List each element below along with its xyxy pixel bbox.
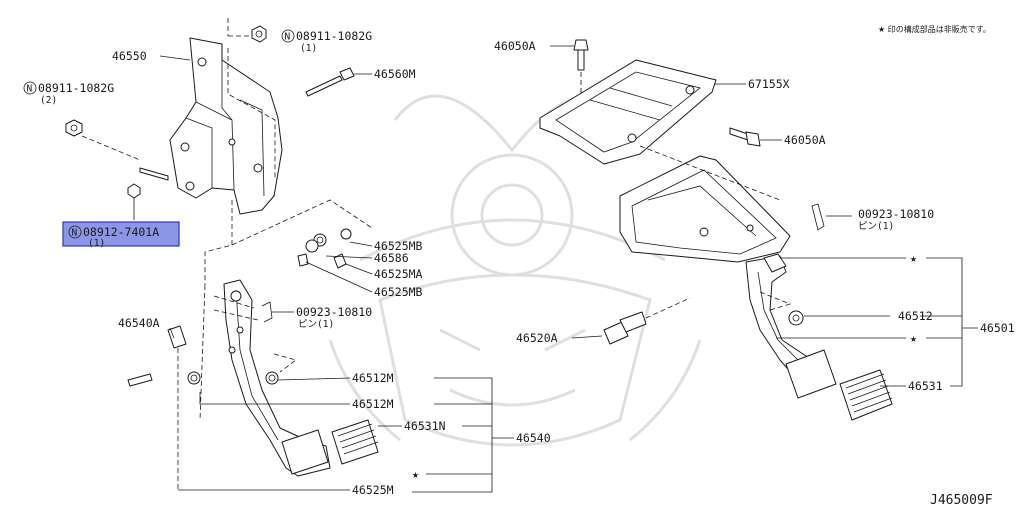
label-46540: 46540 <box>516 431 551 445</box>
label-08911-left: 08911-1082G <box>38 81 114 95</box>
callout-08911-upper: N 08911-1082G (1) <box>281 29 372 54</box>
label-46586: 46586 <box>374 251 409 265</box>
pin-00923-left <box>261 301 273 323</box>
note-non-sale: ★ 印の構成部品は非販売です。 <box>878 24 991 34</box>
label-00923-left: 00923-10810 <box>296 305 372 319</box>
bolt-stud <box>139 167 169 181</box>
label-46525MB-lower: 46525MB <box>374 285 423 299</box>
label-46501: 46501 <box>980 321 1015 335</box>
clevis-46540A <box>127 325 187 387</box>
circled-n-icon: N <box>285 32 291 43</box>
bracket-67155X <box>539 59 717 165</box>
callout-08912-highlighted[interactable]: N 08912-7401A (1) <box>62 221 180 249</box>
label-46512M-lower: 46512M <box>352 397 394 411</box>
label-46540A: 46540A <box>118 316 160 330</box>
bolt-46050A-right <box>729 127 761 147</box>
label-46050A-right: 46050A <box>784 133 826 147</box>
callout-08911-left: N 08911-1082G (2) <box>23 81 114 106</box>
bush-46525MB-lower <box>297 253 309 267</box>
label-46560M: 46560M <box>374 67 416 81</box>
watermark-emblem <box>328 94 702 447</box>
label-46525MA: 46525MA <box>374 267 423 281</box>
nut-08911-left <box>65 119 83 137</box>
stopper-46512 <box>788 310 804 326</box>
label-46550: 46550 <box>112 49 147 63</box>
pedal-pad <box>281 429 329 475</box>
label-46512: 46512 <box>898 309 933 323</box>
bolt-46560M <box>305 67 355 97</box>
bracket-46550 <box>169 37 283 215</box>
pedal-pad-right <box>785 349 837 399</box>
spring-46586 <box>305 233 327 253</box>
label-08912: 08912-7401A <box>83 225 159 239</box>
switch-46520A <box>603 311 647 345</box>
qty-08911-left: (2) <box>40 95 57 106</box>
pin-00923-right <box>811 203 825 231</box>
label-46531N: 46531N <box>404 419 446 433</box>
highlight-box <box>62 221 180 247</box>
label-67155X: 67155X <box>748 77 790 91</box>
star-marker-right-top: ★ <box>910 251 917 265</box>
stopper-46512M-lower <box>187 371 201 385</box>
reference-code: J465009F <box>930 493 993 508</box>
label-pin-right: ピン(1) <box>858 221 894 232</box>
label-46525MB-upper: 46525MB <box>374 239 423 253</box>
star-marker-left: ★ <box>412 467 419 481</box>
label-46520A: 46520A <box>516 331 558 345</box>
nut-08912 <box>127 183 141 199</box>
circled-n-icon: N <box>72 228 78 239</box>
label-08911-upper: 08911-1082G <box>296 29 372 43</box>
pedal-arm-46540 <box>223 279 331 477</box>
circled-n-icon: N <box>27 84 33 95</box>
label-46050A-top: 46050A <box>494 39 536 53</box>
star-marker-right-bottom: ★ <box>910 331 917 345</box>
bush-46525MB-upper <box>340 228 352 240</box>
pedal-pad-cover-46531 <box>839 369 893 421</box>
pedal-pad-cover-46531N <box>331 419 379 465</box>
label-pin-left: ピン(1) <box>298 319 334 330</box>
label-00923-right: 00923-10810 <box>858 207 934 221</box>
label-46531: 46531 <box>908 379 943 393</box>
bolt-46050A-top <box>573 39 589 71</box>
callout-labels: ★ 印の構成部品は非販売です。 46550 N 08911-1082G (1) … <box>23 24 1015 508</box>
pedal-bracket-46501 <box>619 155 791 263</box>
label-46512M-upper: 46512M <box>352 371 394 385</box>
stopper-46512M-upper <box>265 371 279 385</box>
label-46525M: 46525M <box>352 483 394 497</box>
nut-08911-upper <box>251 25 267 43</box>
qty-08912: (1) <box>88 238 105 249</box>
qty-08911-upper: (1) <box>300 43 317 54</box>
